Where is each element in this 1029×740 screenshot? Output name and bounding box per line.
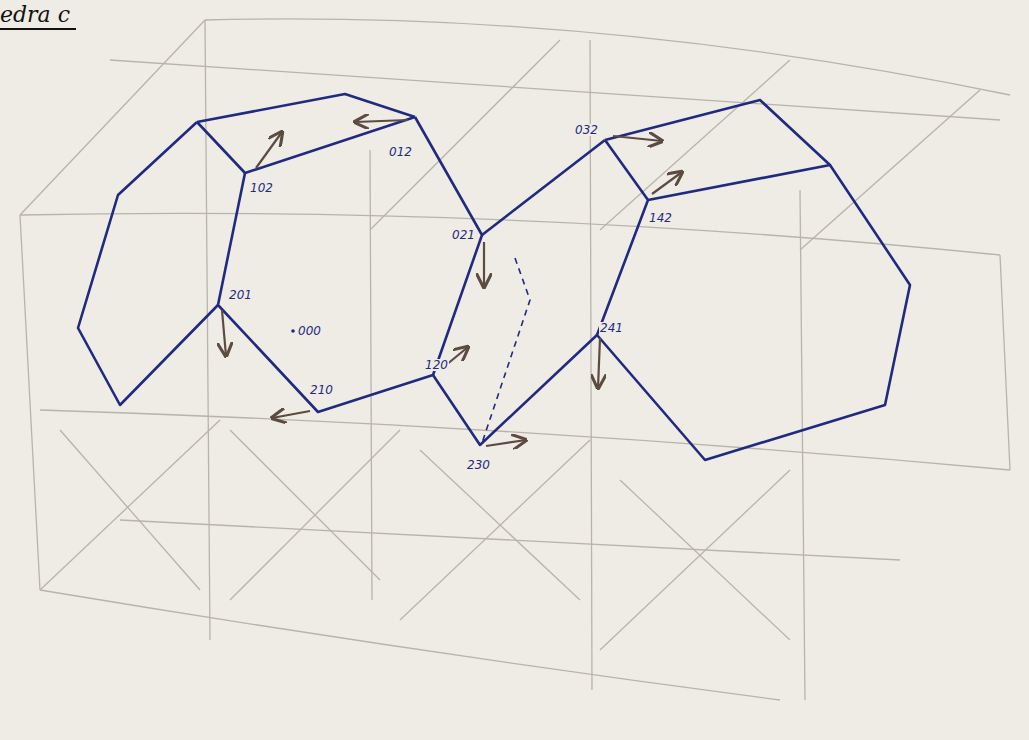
page-heading: edra c <box>0 4 76 30</box>
vertex-label: 012 <box>388 146 413 158</box>
vertex-label: 210 <box>309 384 334 396</box>
vertex-label: 201 <box>228 289 253 301</box>
vertex-label: 241 <box>599 322 624 334</box>
vertex-label: 021 <box>451 229 476 241</box>
vertex-label: 142 <box>648 212 673 224</box>
origin-dot <box>291 329 295 333</box>
vertex-label: 102 <box>249 182 274 194</box>
vertex-label: 032 <box>574 124 599 136</box>
pencil-grid <box>20 19 1010 700</box>
permutohedron-edges <box>78 94 910 460</box>
vertex-label: 120 <box>424 359 449 371</box>
vertex-label: 230 <box>466 459 491 471</box>
vertex-label: 000 <box>297 325 322 337</box>
hidden-edge <box>482 258 530 443</box>
direction-arrows <box>222 120 682 446</box>
